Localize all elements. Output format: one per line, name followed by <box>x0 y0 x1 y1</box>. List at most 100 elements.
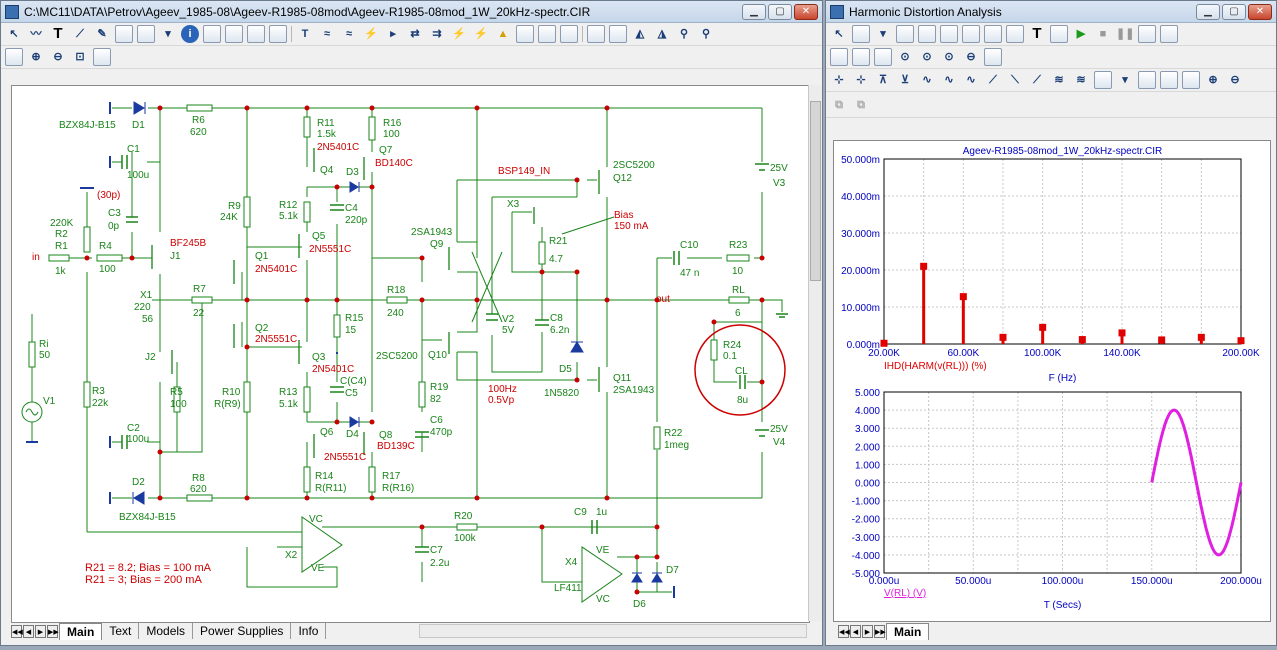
high-icon[interactable]: ⊼ <box>878 74 888 86</box>
analysis-minimize-button[interactable]: ▁ <box>1196 3 1220 20</box>
numeric-output-icon[interactable] <box>852 48 870 66</box>
clipboard-icon[interactable] <box>1094 71 1112 89</box>
close-button[interactable]: ✕ <box>794 3 818 20</box>
flip-icon[interactable] <box>560 25 578 43</box>
show-power-icon[interactable]: ⚡ <box>474 28 488 40</box>
tokens-icon[interactable] <box>225 25 243 43</box>
analysis-dropdown-icon[interactable]: ▾ <box>880 28 886 40</box>
analysis-text-icon[interactable]: T <box>1032 25 1042 42</box>
global-high-icon[interactable]: ∿ <box>944 74 954 86</box>
vertical-tag-icon[interactable] <box>984 25 1002 43</box>
analysis-prev-page-icon[interactable]: ◀ <box>850 624 861 638</box>
global-low-icon[interactable]: ∿ <box>966 74 976 86</box>
power-icon[interactable]: ⚡ <box>364 28 378 40</box>
zoom-out-icon[interactable]: ⊖ <box>53 51 63 63</box>
prev-page-icon[interactable]: ◀ <box>23 624 34 638</box>
wire-mode-icon[interactable]: 〰 <box>30 28 42 40</box>
schematic-vertical-scrollbar[interactable] <box>808 85 822 621</box>
cursor-mode-icon[interactable] <box>918 25 936 43</box>
analysis-copy-icon[interactable] <box>852 25 870 43</box>
analysis-zoom-out-icon[interactable]: ⊖ <box>1230 74 1240 86</box>
pin-connections-icon[interactable]: ⇄ <box>410 28 420 40</box>
node-numbers-icon[interactable]: T <box>301 28 309 40</box>
tab-info[interactable]: Info <box>291 623 327 639</box>
inflection-icon[interactable]: ∿ <box>922 74 932 86</box>
warning-icon[interactable]: ▲ <box>497 28 509 40</box>
analysis-last-page-icon[interactable]: ▶▶ <box>874 624 886 638</box>
zoom-analysis-icon[interactable]: ⊙ <box>900 51 910 63</box>
analysis-properties-icon[interactable] <box>1050 25 1068 43</box>
shapes-dropdown-icon[interactable]: ▾ <box>165 28 171 40</box>
binoculars-icon[interactable]: ⚲ <box>679 28 689 40</box>
grid-icon[interactable] <box>247 25 265 43</box>
pen-icon[interactable]: ✎ <box>97 28 107 40</box>
mirror-icon[interactable]: ◭ <box>635 28 645 40</box>
next-simulation-icon[interactable]: ≋ <box>1076 74 1086 86</box>
point-tag-icon[interactable] <box>940 25 958 43</box>
pause-icon[interactable]: ❚❚ <box>1116 28 1135 40</box>
zoom-in-icon[interactable]: ⊕ <box>31 51 41 63</box>
maximize-button[interactable]: ▢ <box>768 3 792 20</box>
currents-icon[interactable]: ≈ <box>345 28 353 40</box>
data-points-icon[interactable] <box>984 48 1002 66</box>
show-current-icon[interactable]: ⇉ <box>432 28 442 40</box>
analysis-titlebar[interactable]: Harmonic Distortion Analysis ▁ ▢ ✕ <box>826 1 1276 23</box>
peak-icon[interactable]: ⊹ <box>834 74 844 86</box>
plot-window-icon[interactable] <box>830 48 848 66</box>
stack-icon[interactable] <box>1138 71 1156 89</box>
properties-icon[interactable] <box>269 25 287 43</box>
flash-icon[interactable]: ⚡ <box>452 28 466 40</box>
analysis-select-icon[interactable]: ↖ <box>834 28 844 40</box>
analysis-close-button[interactable]: ✕ <box>1248 3 1272 20</box>
zoom-reset-icon[interactable]: ⊖ <box>966 51 976 63</box>
formula-icon[interactable] <box>1006 25 1024 43</box>
analysis-zoom-in-icon[interactable]: ⊕ <box>1208 74 1218 86</box>
bus-icon[interactable] <box>137 25 155 43</box>
paste-disabled-icon[interactable]: ⧉ <box>857 98 865 111</box>
tab-models[interactable]: Models <box>139 623 194 639</box>
tab-power-supplies[interactable]: Power Supplies <box>193 623 292 639</box>
help-icon[interactable] <box>203 25 221 43</box>
stop-icon[interactable]: ■ <box>1099 28 1107 40</box>
schematic-horizontal-scrollbar[interactable] <box>419 624 807 638</box>
minimize-button[interactable]: ▁ <box>742 3 766 20</box>
analysis-maximize-button[interactable]: ▢ <box>1222 3 1246 20</box>
analysis-first-page-icon[interactable]: ◀◀ <box>838 624 850 638</box>
page-icon[interactable] <box>516 25 534 43</box>
schematic-canvas[interactable]: D1 BZX84J-B15 R6 620 C1 100u (30p) C3 0p… <box>11 85 810 623</box>
find-icon[interactable]: ⚲ <box>701 28 711 40</box>
diagonal-wire-icon[interactable]: ⟋ <box>76 28 84 40</box>
conditions-icon[interactable]: ▸ <box>390 28 396 40</box>
low-icon[interactable]: ⊻ <box>900 74 910 86</box>
top-icon[interactable]: ⟋ <box>989 74 997 86</box>
tab-main[interactable]: Main <box>59 622 103 640</box>
stepping-icon[interactable] <box>1160 25 1178 43</box>
box-select-icon[interactable] <box>587 25 605 43</box>
next-page-icon[interactable]: ▶ <box>35 624 46 638</box>
horizontal-tag-icon[interactable] <box>962 25 980 43</box>
first-page-icon[interactable]: ◀◀ <box>11 624 23 638</box>
run-icon[interactable]: ▶ <box>1076 28 1086 40</box>
scale-icon[interactable] <box>896 25 914 43</box>
copy-disabled-icon[interactable]: ⧉ <box>835 98 843 111</box>
slope-icon[interactable]: ⟋ <box>1033 74 1041 86</box>
fit-all-icon[interactable] <box>1182 71 1200 89</box>
bottom-icon[interactable]: ⟍ <box>1011 74 1019 86</box>
last-page-icon[interactable]: ▶▶ <box>47 624 59 638</box>
page-setup-icon[interactable] <box>93 48 111 66</box>
text-mode-icon[interactable]: T <box>53 25 63 42</box>
zoom-y-icon[interactable]: ⊙ <box>944 51 954 63</box>
mirror-v-icon[interactable]: ◮ <box>657 28 667 40</box>
valley-icon[interactable]: ⊹ <box>856 74 866 86</box>
component-icon[interactable] <box>115 25 133 43</box>
zoom-fit-icon[interactable]: ⊡ <box>75 51 85 63</box>
zoom-x-icon[interactable]: ⊙ <box>922 51 932 63</box>
node-voltages-icon[interactable]: ≈ <box>323 28 331 40</box>
step-icon[interactable] <box>609 25 627 43</box>
info-icon[interactable]: i <box>181 25 199 43</box>
fit-icon[interactable] <box>1160 71 1178 89</box>
layers-icon[interactable] <box>5 48 23 66</box>
tab-text[interactable]: Text <box>102 623 140 639</box>
limits-icon[interactable] <box>1138 25 1156 43</box>
